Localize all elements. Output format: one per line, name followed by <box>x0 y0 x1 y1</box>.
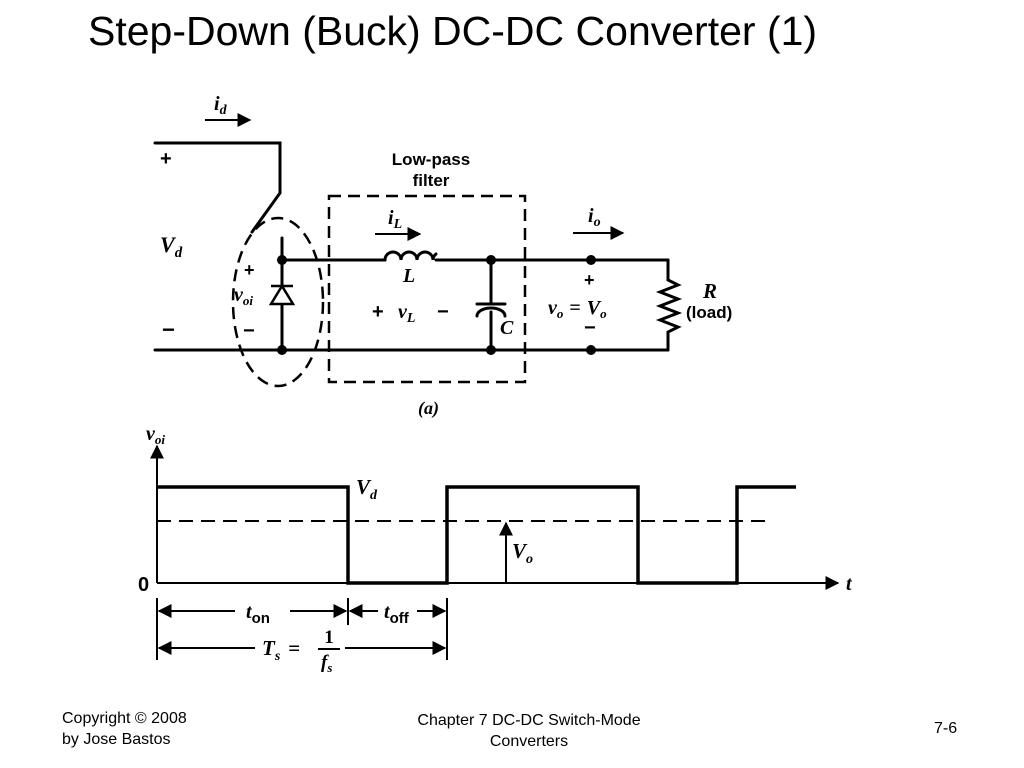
chapter-line-1: Chapter 7 DC-DC Switch-Mode <box>417 712 641 729</box>
diode <box>268 283 296 306</box>
filter-label-line2: filter <box>413 171 450 190</box>
slide-title: Step-Down (Buck) DC-DC Converter (1) <box>88 8 818 54</box>
il-label: iL <box>388 207 402 232</box>
buck-converter-figure: id + Vd − + voi − Low-pass filter iL L +… <box>138 93 853 675</box>
copyright-line-2: by Jose Bastos <box>62 731 171 748</box>
zero-label: 0 <box>138 574 149 596</box>
copyright-line-1: Copyright © 2008 <box>62 710 187 727</box>
voi-waveform <box>157 485 796 585</box>
source-minus: − <box>162 317 175 342</box>
high-level-label: Vd <box>356 475 378 503</box>
x-axis-label: t <box>846 573 853 595</box>
y-axis-label: voi <box>146 423 165 447</box>
switch-diode-ellipse <box>231 216 325 388</box>
average-label: Vo <box>512 539 533 567</box>
chapter-line-2: Converters <box>489 733 569 750</box>
vl-plus: + <box>372 301 384 323</box>
inductor-label: L <box>402 265 415 287</box>
junction-dots <box>277 255 596 355</box>
capacitor-label: C <box>500 317 514 339</box>
vl-label: vL <box>398 301 415 326</box>
ts-label: Ts= <box>262 636 300 664</box>
load-resistor <box>655 258 683 352</box>
source-plus: + <box>160 148 172 170</box>
vo-equation: vo=Vo <box>548 297 607 321</box>
footer-copyright: Copyright © 2008 by Jose Bastos <box>62 708 187 750</box>
id-label: id <box>214 93 228 118</box>
vo-plus: + <box>584 270 595 290</box>
figure-caption: (a) <box>418 398 439 419</box>
filter-label-line1: Low-pass <box>392 150 470 169</box>
capacitor-plate-bottom <box>475 306 507 318</box>
load-text: (load) <box>686 303 732 322</box>
toff-label: toff <box>384 601 410 627</box>
inductor <box>383 250 438 262</box>
footer-chapter: Chapter 7 DC-DC Switch-Mode Converters <box>360 710 698 752</box>
voi-plus: + <box>244 260 255 280</box>
input-top-wire <box>153 141 282 234</box>
vl-minus: − <box>437 301 449 323</box>
page-number: 7-6 <box>934 720 958 737</box>
voi-minus: − <box>243 320 255 342</box>
voi-label: voi <box>234 284 253 308</box>
source-voltage-label: Vd <box>160 232 183 261</box>
ts-denominator: fs <box>321 652 332 675</box>
timing-ticks <box>156 598 448 660</box>
low-pass-filter-box <box>327 194 527 384</box>
load-symbol: R <box>702 279 717 303</box>
ts-numerator: 1 <box>324 627 334 648</box>
ton-label: ton <box>246 601 270 627</box>
io-label: io <box>588 205 601 230</box>
vo-minus: − <box>584 317 596 339</box>
